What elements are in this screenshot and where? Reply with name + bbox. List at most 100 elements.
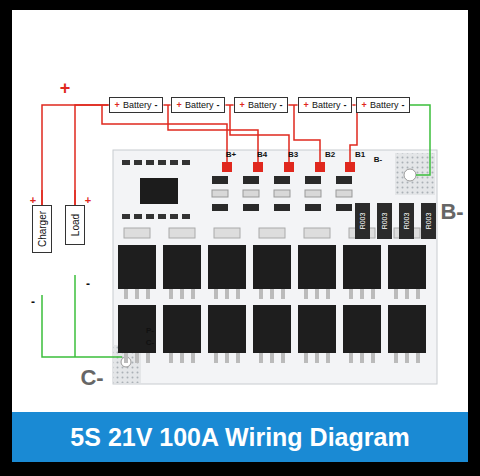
polarity-mark: + [115,100,120,110]
fet-pin [225,289,229,299]
battery-box: +Battery- [356,97,411,113]
wire-line [225,104,233,106]
b-minus-hole [404,169,416,181]
battery-label: Battery [312,100,341,110]
fet-pin [304,353,308,363]
charger-box: Charger [32,205,52,253]
fet-pin [191,353,195,363]
smd-resistor [243,176,259,184]
fet-pin [270,289,274,299]
fet-pin [259,289,263,299]
smd-resistor [212,176,228,184]
pin-name: B2 [325,151,335,159]
battery-label: Battery [123,100,152,110]
fet-pin [349,289,353,299]
wire [288,105,297,106]
fet-pin [236,289,240,299]
battery-box: +Battery- [171,97,226,113]
fet-pin [326,289,330,299]
smd-cap [336,190,352,197]
fet-pin [405,289,409,299]
wire [225,105,233,106]
shunt-resistors [355,203,436,239]
smd-cap [212,190,228,197]
resistor-code: R003 [403,213,410,230]
fet-pin [371,353,375,363]
wire [163,105,170,106]
fet-pin [394,289,398,299]
ic-chip [140,178,178,204]
title-bar [12,412,468,462]
polarity-mark: + [240,100,245,110]
mosfet [163,305,201,353]
smd-resistor [305,204,321,211]
shunt-resistor [355,203,370,239]
mosfet [253,305,291,353]
balance-pads [222,162,355,172]
resistor-code: R003 [359,213,366,230]
smd-resistor [212,204,228,211]
mosfets [118,228,426,363]
battery-label: Battery [248,100,277,110]
mosfet [253,245,291,289]
battery-label: Battery [370,100,399,110]
fet-pin [315,353,319,363]
wire [75,105,109,205]
fet-tab [259,228,285,238]
fet-pin [259,353,263,363]
fet-pin [281,289,285,299]
charger-plus: + [30,195,36,206]
resistor-code: R003 [381,213,388,230]
balance-wires [42,105,357,205]
fet-pin [236,353,240,363]
battery-box: +Battery- [234,97,289,113]
pin-name: B+ [226,151,236,159]
resistor-code: R003 [425,213,432,230]
mosfet [343,305,381,353]
smd-cap [305,190,321,197]
white-panel [12,10,468,412]
fet-pin [416,289,420,299]
load-minus: - [86,278,90,290]
smd-part [134,214,142,219]
smd-resistor [243,204,259,211]
fet-pin [225,353,229,363]
mosfet [208,305,246,353]
pin-name: B1 [355,151,365,159]
fet-pin [304,289,308,299]
smd-part [170,160,178,165]
wire [42,105,109,205]
polarity-mark: + [362,100,367,110]
smd-resistor [305,176,321,184]
polarity-mark: + [177,100,182,110]
mosfet [388,305,426,353]
polarity-mark: - [154,100,157,110]
smd-part [170,214,178,219]
pin-name: B4 [257,151,267,159]
fet-pin [180,289,184,299]
fet-pin [360,353,364,363]
fet-pin [124,353,128,363]
pin-name: P- [146,327,154,335]
fet-pin [135,289,139,299]
smd-part [182,214,190,219]
fet-tab [214,228,240,238]
smd-cap [243,190,259,197]
smd-resistor [336,176,352,184]
load-plus: + [85,195,91,206]
battery-box: +Battery- [109,97,164,113]
fet-pin [169,353,173,363]
smd-part [146,214,154,219]
fet-pin [124,289,128,299]
battery-box: +Battery- [298,97,353,113]
wire-line [163,104,170,106]
smd-part [134,160,142,165]
negative-wires [42,105,430,357]
mosfet [388,245,426,289]
polarity-mark: - [279,100,282,110]
fet-pin [180,353,184,363]
fet-pin [360,289,364,299]
smd-part [122,214,130,219]
smd-part [158,214,166,219]
